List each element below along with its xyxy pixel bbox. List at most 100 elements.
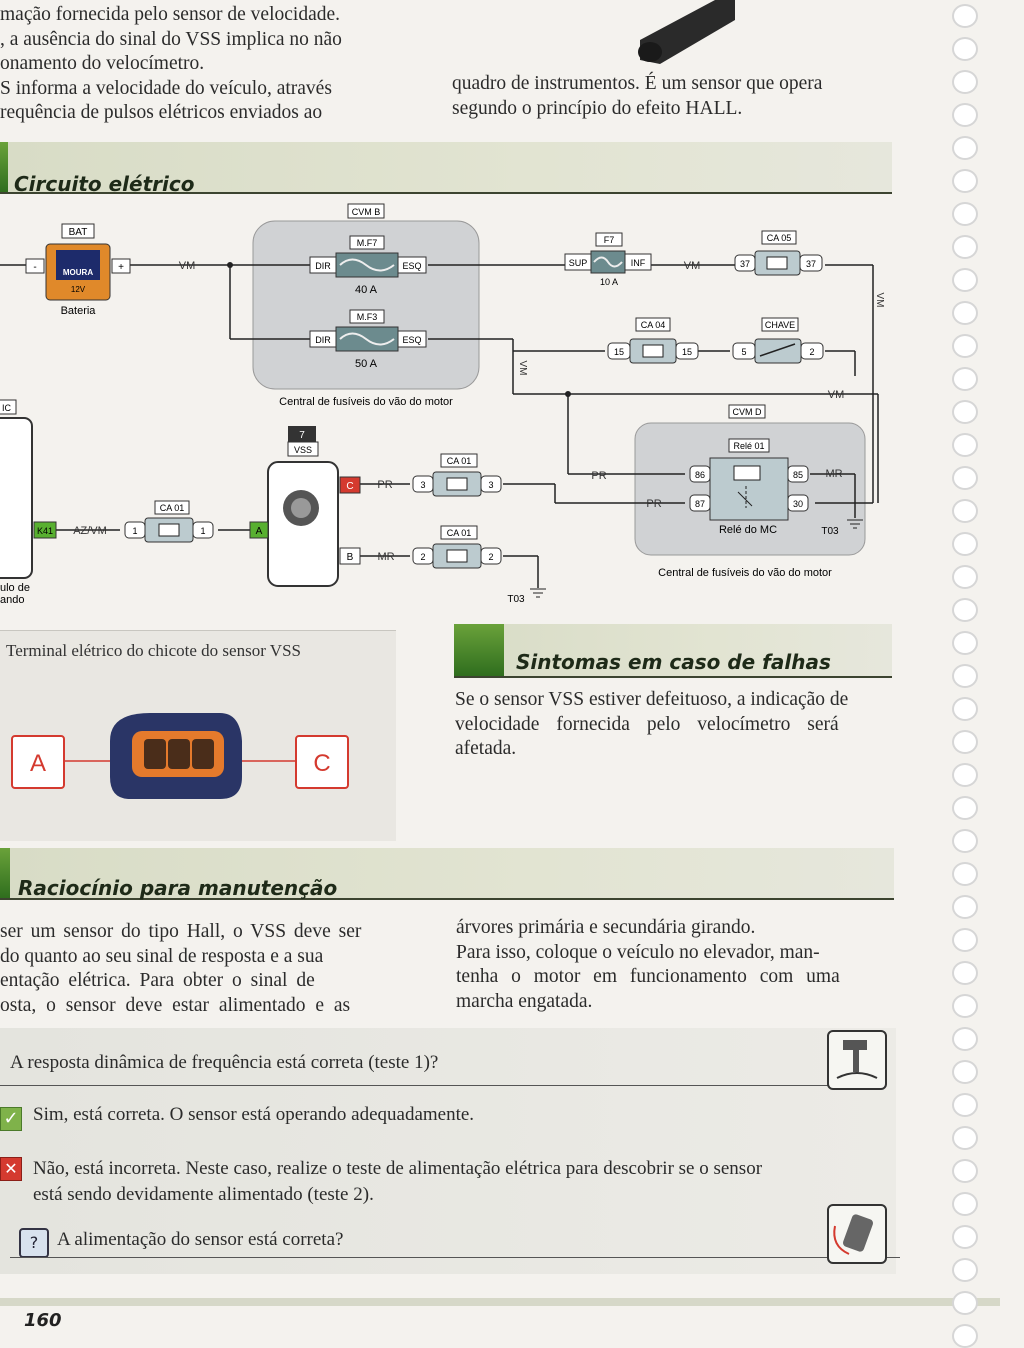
spiral-hole [952,400,978,424]
spiral-hole [952,169,978,193]
relay-label: Relé do MC [719,524,777,536]
no-answer-line-1: Não, está incorreta. Neste caso, realize… [33,1158,763,1179]
spiral-hole [952,268,978,292]
spiral-hole [952,598,978,622]
wire-vm-2: VM [684,260,701,272]
connector-panel: Terminal elétrico do chicote do sensor V… [0,630,396,841]
wire-mr-2: MR [377,551,394,563]
text-line: Para isso, coloque o veículo no elevador… [456,941,820,963]
amp-10: 10 A [600,277,618,287]
dir-label: DIR [315,261,331,271]
cvmb-tag: CVM B [352,207,381,217]
circuit-section-title: Circuito elétrico [14,172,195,196]
spiral-hole [952,202,978,226]
text-line: tenha o motor em funcionamento com uma [456,966,840,987]
engine-box-label-2: Central de fusíveis do vão do motor [658,567,832,579]
rele01-tag: Relé 01 [733,441,764,451]
spiral-hole [952,697,978,721]
mf3-tag: M.F3 [357,312,378,322]
spiral-hole [952,1060,978,1084]
spiral-hole [952,466,978,490]
sup-label: SUP [569,258,588,268]
text-line: árvores primária e secundária girando. [456,917,756,938]
text-line: marcha engatada. [456,990,593,1012]
spiral-hole [952,1225,978,1249]
text-line: ser um sensor do tipo Hall, o VSS deve s… [0,921,362,942]
ca04-tag: CA 04 [641,320,666,330]
bat-tag-text: BAT [69,227,88,238]
wire-pr-3: PR [377,479,392,491]
qa-divider-1 [0,1085,830,1086]
spiral-hole [952,961,978,985]
wire-vm-5: VM [828,389,845,401]
pin-3-b: 3 [488,480,493,490]
wire-vm-3: VM [874,293,885,308]
qa-divider-2 [10,1257,900,1258]
vss-connector: A C [11,713,349,799]
wire-mr-1: MR [825,468,842,480]
esq-label-2: ESQ [402,335,421,345]
bat-tag [61,223,95,239]
pin-86: 86 [695,470,705,480]
pin-2-b: 2 [488,552,493,562]
spiral-hole [952,928,978,952]
reasoning-section-header: Raciocínio para manutenção [0,848,894,900]
question-icon: ? [19,1228,49,1258]
wire-pr-1: PR [591,470,606,482]
spiral-hole [952,796,978,820]
f7-tag: F7 [604,235,615,245]
spiral-hole [952,1324,978,1348]
amp-40: 40 A [355,284,378,296]
cvmd-tag: CVM D [733,407,763,417]
control-module [0,417,33,579]
text-line: S informa a velocidade do veículo, atrav… [0,77,332,99]
text-line: do quanto ao seu sinal de resposta e a s… [0,945,324,967]
pin-b: B [347,552,354,563]
connector-label-a: A [30,750,46,777]
spiral-hole [952,895,978,919]
spiral-hole [952,631,978,655]
bat-plus: + [118,262,124,273]
x-icon: ✕ [0,1157,22,1181]
mf7-tag: M.F7 [357,238,378,248]
section-bar [0,142,8,192]
pin-3-a: 3 [420,480,425,490]
amp-50: 50 A [355,358,378,370]
inf-label: INF [631,258,646,268]
ca05-tag: CA 05 [767,233,792,243]
spiral-hole [952,1291,978,1315]
wire-vm-1: VM [179,260,196,272]
spiral-hole [952,862,978,886]
top-right-text: quadro de instrumentos. É um sensor que … [452,72,892,121]
spiral-hole [952,1093,978,1117]
spiral-hole [952,664,978,688]
ca01-tag-1: CA 01 [447,456,472,466]
spiral-hole [952,367,978,391]
spiral-hole [952,1126,978,1150]
t03-label-1: T03 [821,526,839,537]
wire-vm-4: VM [517,361,528,376]
spiral-hole [952,1027,978,1051]
wire-pr-2: PR [646,498,661,510]
pin-5: 5 [741,347,746,357]
page-number: 160 [24,1310,62,1331]
battery-brand: MOURA [63,268,93,277]
ca01-tag-2: CA 01 [447,528,472,538]
pin-37-a: 37 [740,259,750,269]
ca01-tag-3: CA 01 [160,503,185,513]
reasoning-right-text: árvores primária e secundária girando. P… [456,916,896,1014]
pin-c: C [346,481,353,492]
sensor-photo [638,0,735,64]
qa-panel [0,1028,896,1274]
spiral-hole [952,1258,978,1282]
dir-label-2: DIR [315,335,331,345]
circuit-section-header: Circuito elétrico [0,142,892,196]
spiral-hole [952,103,978,127]
t03-label-2: T03 [507,594,525,605]
spiral-hole [952,565,978,589]
battery-label: Bateria [61,305,97,317]
text-line: , a ausência do sinal do VSS implica no … [0,28,342,50]
pin-a: A [256,526,263,537]
text-line: velocidade fornecida pelo velocímetro se… [455,713,839,735]
module-label-2: ando [0,594,24,606]
